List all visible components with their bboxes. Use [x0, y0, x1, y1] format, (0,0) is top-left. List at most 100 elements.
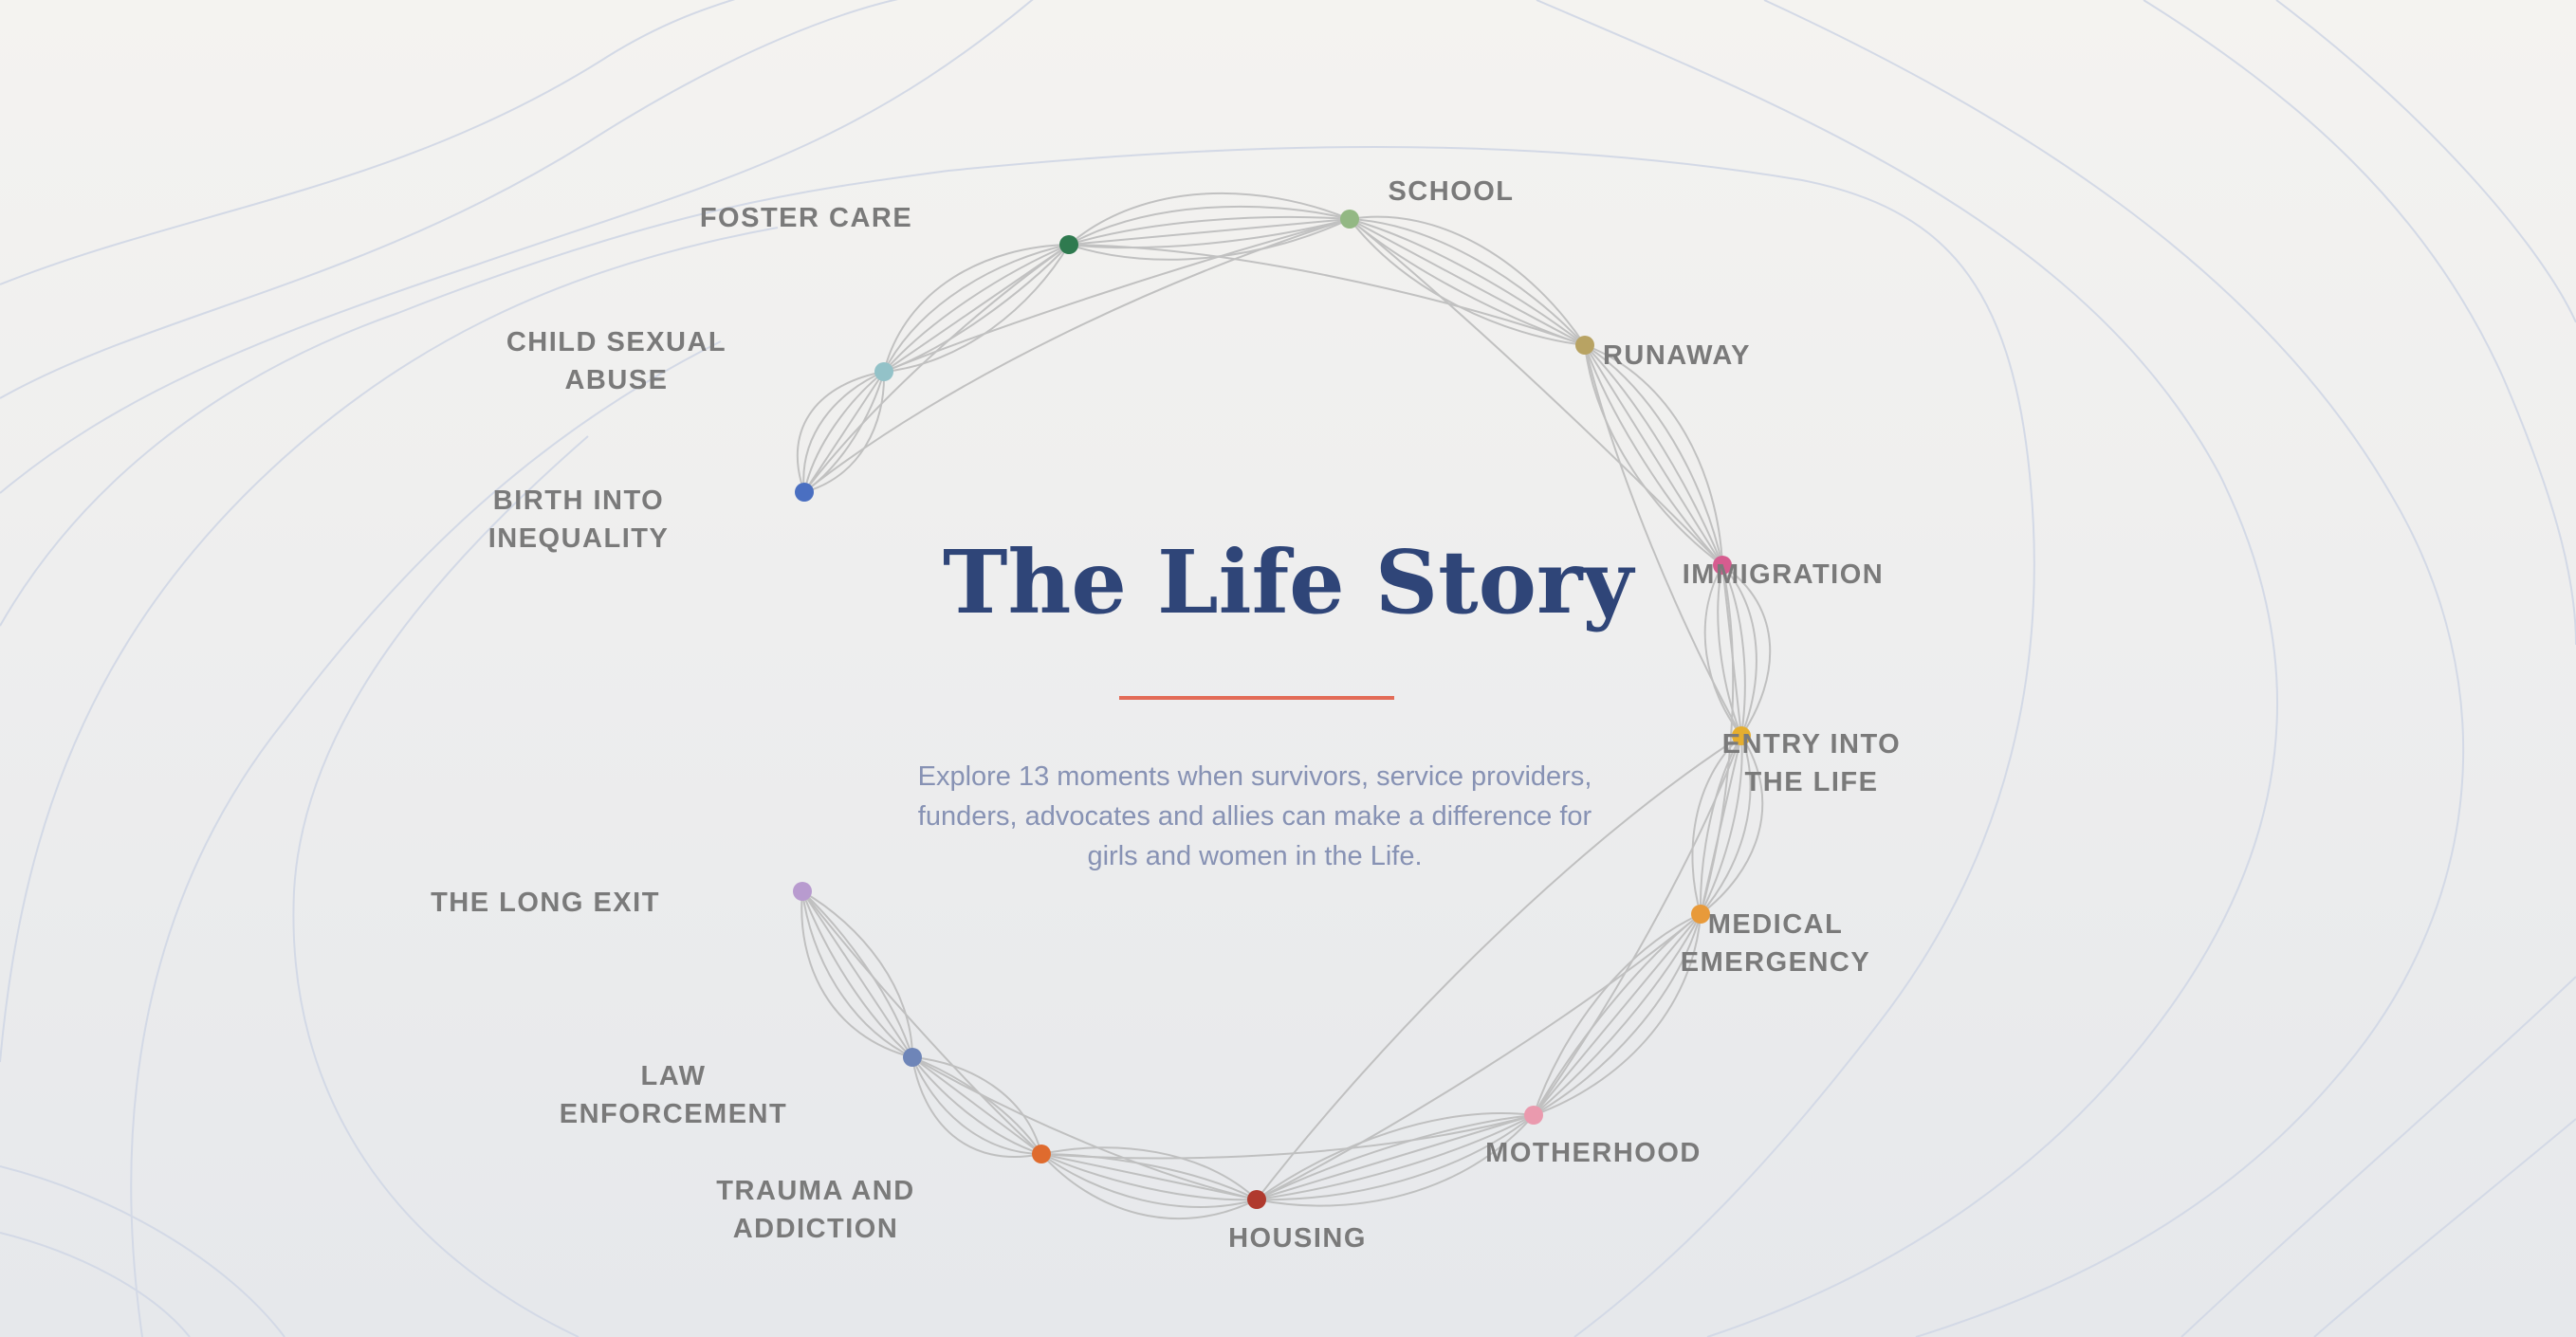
story-path [1533, 913, 1702, 1116]
immigration-label-line: IMMIGRATION [1682, 559, 1885, 590]
story-path [1584, 344, 1723, 566]
motherhood-label[interactable]: MOTHERHOOD [1485, 1134, 1702, 1172]
contour-line [2180, 976, 2576, 1337]
trauma-and-addiction-label-line: ADDICTION [732, 1214, 899, 1244]
medical-emergency-label-line: EMERGENCY [1680, 947, 1871, 978]
contour-line [2313, 1118, 2576, 1337]
story-path [1721, 564, 1757, 737]
law-enforcement-dot[interactable] [903, 1048, 922, 1067]
story-path [803, 244, 1070, 493]
story-path [1349, 218, 1723, 566]
story-path [883, 244, 1070, 373]
story-path [1068, 218, 1351, 249]
story-path [1256, 735, 1742, 1200]
story-path [911, 1056, 1042, 1159]
contour-line [0, 0, 736, 285]
story-path [800, 890, 913, 1058]
story-path [1584, 344, 1723, 566]
immigration-dot[interactable] [1713, 556, 1732, 575]
housing-label-line: HOUSING [1228, 1223, 1367, 1254]
foster-care-dot[interactable] [1059, 235, 1078, 254]
story-path [1068, 218, 1351, 246]
contour-line [0, 227, 779, 1063]
trauma-and-addiction-dot[interactable] [1032, 1145, 1051, 1163]
story-path [803, 218, 1351, 493]
entry-into-the-life-label[interactable]: ENTRY INTO THE LIFE [1722, 725, 1902, 801]
contour-line [130, 340, 722, 1337]
contour-line [0, 1165, 285, 1337]
story-path [1533, 913, 1702, 1116]
the-long-exit-label[interactable]: THE LONG EXIT [431, 884, 660, 922]
story-path [911, 1056, 1042, 1155]
story-path [883, 218, 1351, 373]
medical-emergency-label-line: MEDICAL [1707, 909, 1844, 940]
page-title: The Life Story [943, 531, 1633, 633]
school-dot[interactable] [1340, 210, 1359, 229]
story-path [1068, 215, 1351, 246]
story-path [801, 890, 913, 1058]
entry-into-the-life-dot[interactable] [1732, 726, 1751, 745]
story-path [1721, 564, 1772, 737]
story-path [1584, 344, 1723, 566]
story-path [1068, 244, 1586, 346]
immigration-label[interactable]: IMMIGRATION [1683, 556, 1885, 594]
story-node-dots [793, 210, 1751, 1209]
runaway-dot[interactable] [1575, 336, 1594, 355]
story-path [911, 1056, 1258, 1200]
story-path [1256, 1111, 1535, 1200]
child-sexual-abuse-label-line: CHILD SEXUAL [506, 327, 727, 357]
the-long-exit-dot[interactable] [793, 882, 812, 901]
motherhood-dot[interactable] [1524, 1106, 1543, 1125]
housing-dot[interactable] [1247, 1190, 1266, 1209]
story-path [1040, 1114, 1535, 1160]
story-path [1349, 215, 1586, 346]
contour-line [1763, 0, 2465, 1337]
story-path [1040, 1153, 1258, 1208]
foster-care-label[interactable]: FOSTER CARE [700, 199, 912, 237]
page-subtitle: Explore 13 moments when survivors, servi… [917, 761, 1592, 871]
story-path [883, 244, 1070, 373]
story-path [1533, 913, 1702, 1116]
story-path [1256, 1114, 1535, 1207]
story-path [1700, 735, 1752, 915]
story-path [1700, 735, 1764, 915]
contour-line [2143, 0, 2576, 646]
story-path [1691, 735, 1742, 915]
story-path [1533, 735, 1742, 1116]
medical-emergency-dot[interactable] [1691, 905, 1710, 924]
story-path [801, 890, 913, 1058]
story-path [796, 371, 885, 493]
story-path [1721, 564, 1746, 737]
story-path [883, 244, 1070, 373]
birth-into-inequality-dot[interactable] [795, 483, 814, 502]
medical-emergency-label[interactable]: MEDICAL EMERGENCY [1681, 906, 1870, 981]
story-path [803, 371, 885, 493]
law-enforcement-label-line: LAW [640, 1061, 707, 1091]
entry-into-the-life-label-line: THE LIFE [1744, 767, 1879, 797]
school-label-line: SCHOOL [1388, 176, 1515, 207]
story-path [802, 371, 885, 493]
runaway-label[interactable]: RUNAWAY [1603, 337, 1751, 375]
motherhood-label-line: MOTHERHOOD [1485, 1138, 1702, 1168]
story-path [801, 890, 913, 1058]
story-path [1584, 344, 1723, 566]
housing-label[interactable]: HOUSING [1228, 1219, 1367, 1257]
school-label[interactable]: SCHOOL [1388, 173, 1514, 211]
story-path [911, 1056, 1042, 1155]
story-path [1699, 735, 1742, 915]
story-path [1068, 192, 1351, 246]
law-enforcement-label-line: ENFORCEMENT [559, 1099, 788, 1129]
story-path [1040, 1146, 1258, 1200]
story-path [1584, 344, 1723, 566]
story-path [1256, 1114, 1535, 1201]
entry-into-the-life-label-line: ENTRY INTO [1721, 729, 1902, 760]
story-path [1584, 344, 1723, 566]
contour-line [0, 0, 1034, 494]
law-enforcement-label[interactable]: LAW ENFORCEMENT [560, 1057, 787, 1133]
child-sexual-abuse-dot[interactable] [874, 362, 893, 381]
story-path [1256, 1114, 1535, 1200]
story-path-lines [796, 192, 1772, 1219]
